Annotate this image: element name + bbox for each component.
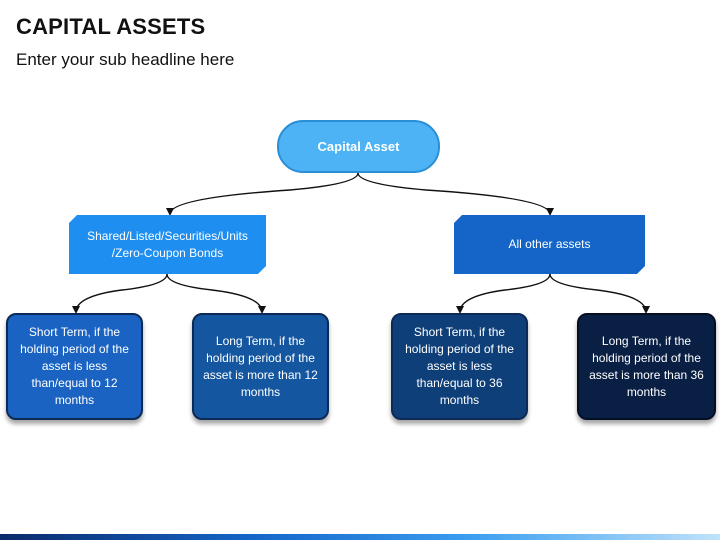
node-shared-listed-securities-label: Shared/Listed/Securities/Units /Zero-Cou… <box>87 228 248 260</box>
node-long-term-12-months-label: Long Term, if the holding period of the … <box>203 333 318 399</box>
node-capital-asset: Capital Asset <box>277 120 440 173</box>
node-all-other-assets: All other assets <box>454 215 645 274</box>
node-short-term-36-months: Short Term, if the holding period of the… <box>391 313 528 420</box>
connector-right-to-leaf3 <box>456 273 551 314</box>
bottom-accent-bar <box>0 534 720 540</box>
node-shared-listed-securities: Shared/Listed/Securities/Units /Zero-Cou… <box>69 215 266 274</box>
connector-root-to-left <box>166 172 359 216</box>
page-title: CAPITAL ASSETS <box>16 14 206 39</box>
node-short-term-12-months: Short Term, if the holding period of the… <box>6 313 143 420</box>
connector-left-to-leaf1 <box>72 273 168 314</box>
connector-left-to-leaf2 <box>166 273 266 314</box>
node-short-term-36-months-label: Short Term, if the holding period of the… <box>405 325 514 407</box>
page-subtitle: Enter your sub headline here <box>16 50 235 69</box>
node-long-term-12-months: Long Term, if the holding period of the … <box>192 313 329 420</box>
connector-root-to-right <box>357 172 554 216</box>
connector-right-to-leaf4 <box>549 273 650 314</box>
node-long-term-36-months-label: Long Term, if the holding period of the … <box>589 333 704 399</box>
node-short-term-12-months-label: Short Term, if the holding period of the… <box>20 325 129 407</box>
node-capital-asset-label: Capital Asset <box>317 139 400 154</box>
node-long-term-36-months: Long Term, if the holding period of the … <box>577 313 716 420</box>
node-all-other-assets-label: All other assets <box>508 237 591 251</box>
